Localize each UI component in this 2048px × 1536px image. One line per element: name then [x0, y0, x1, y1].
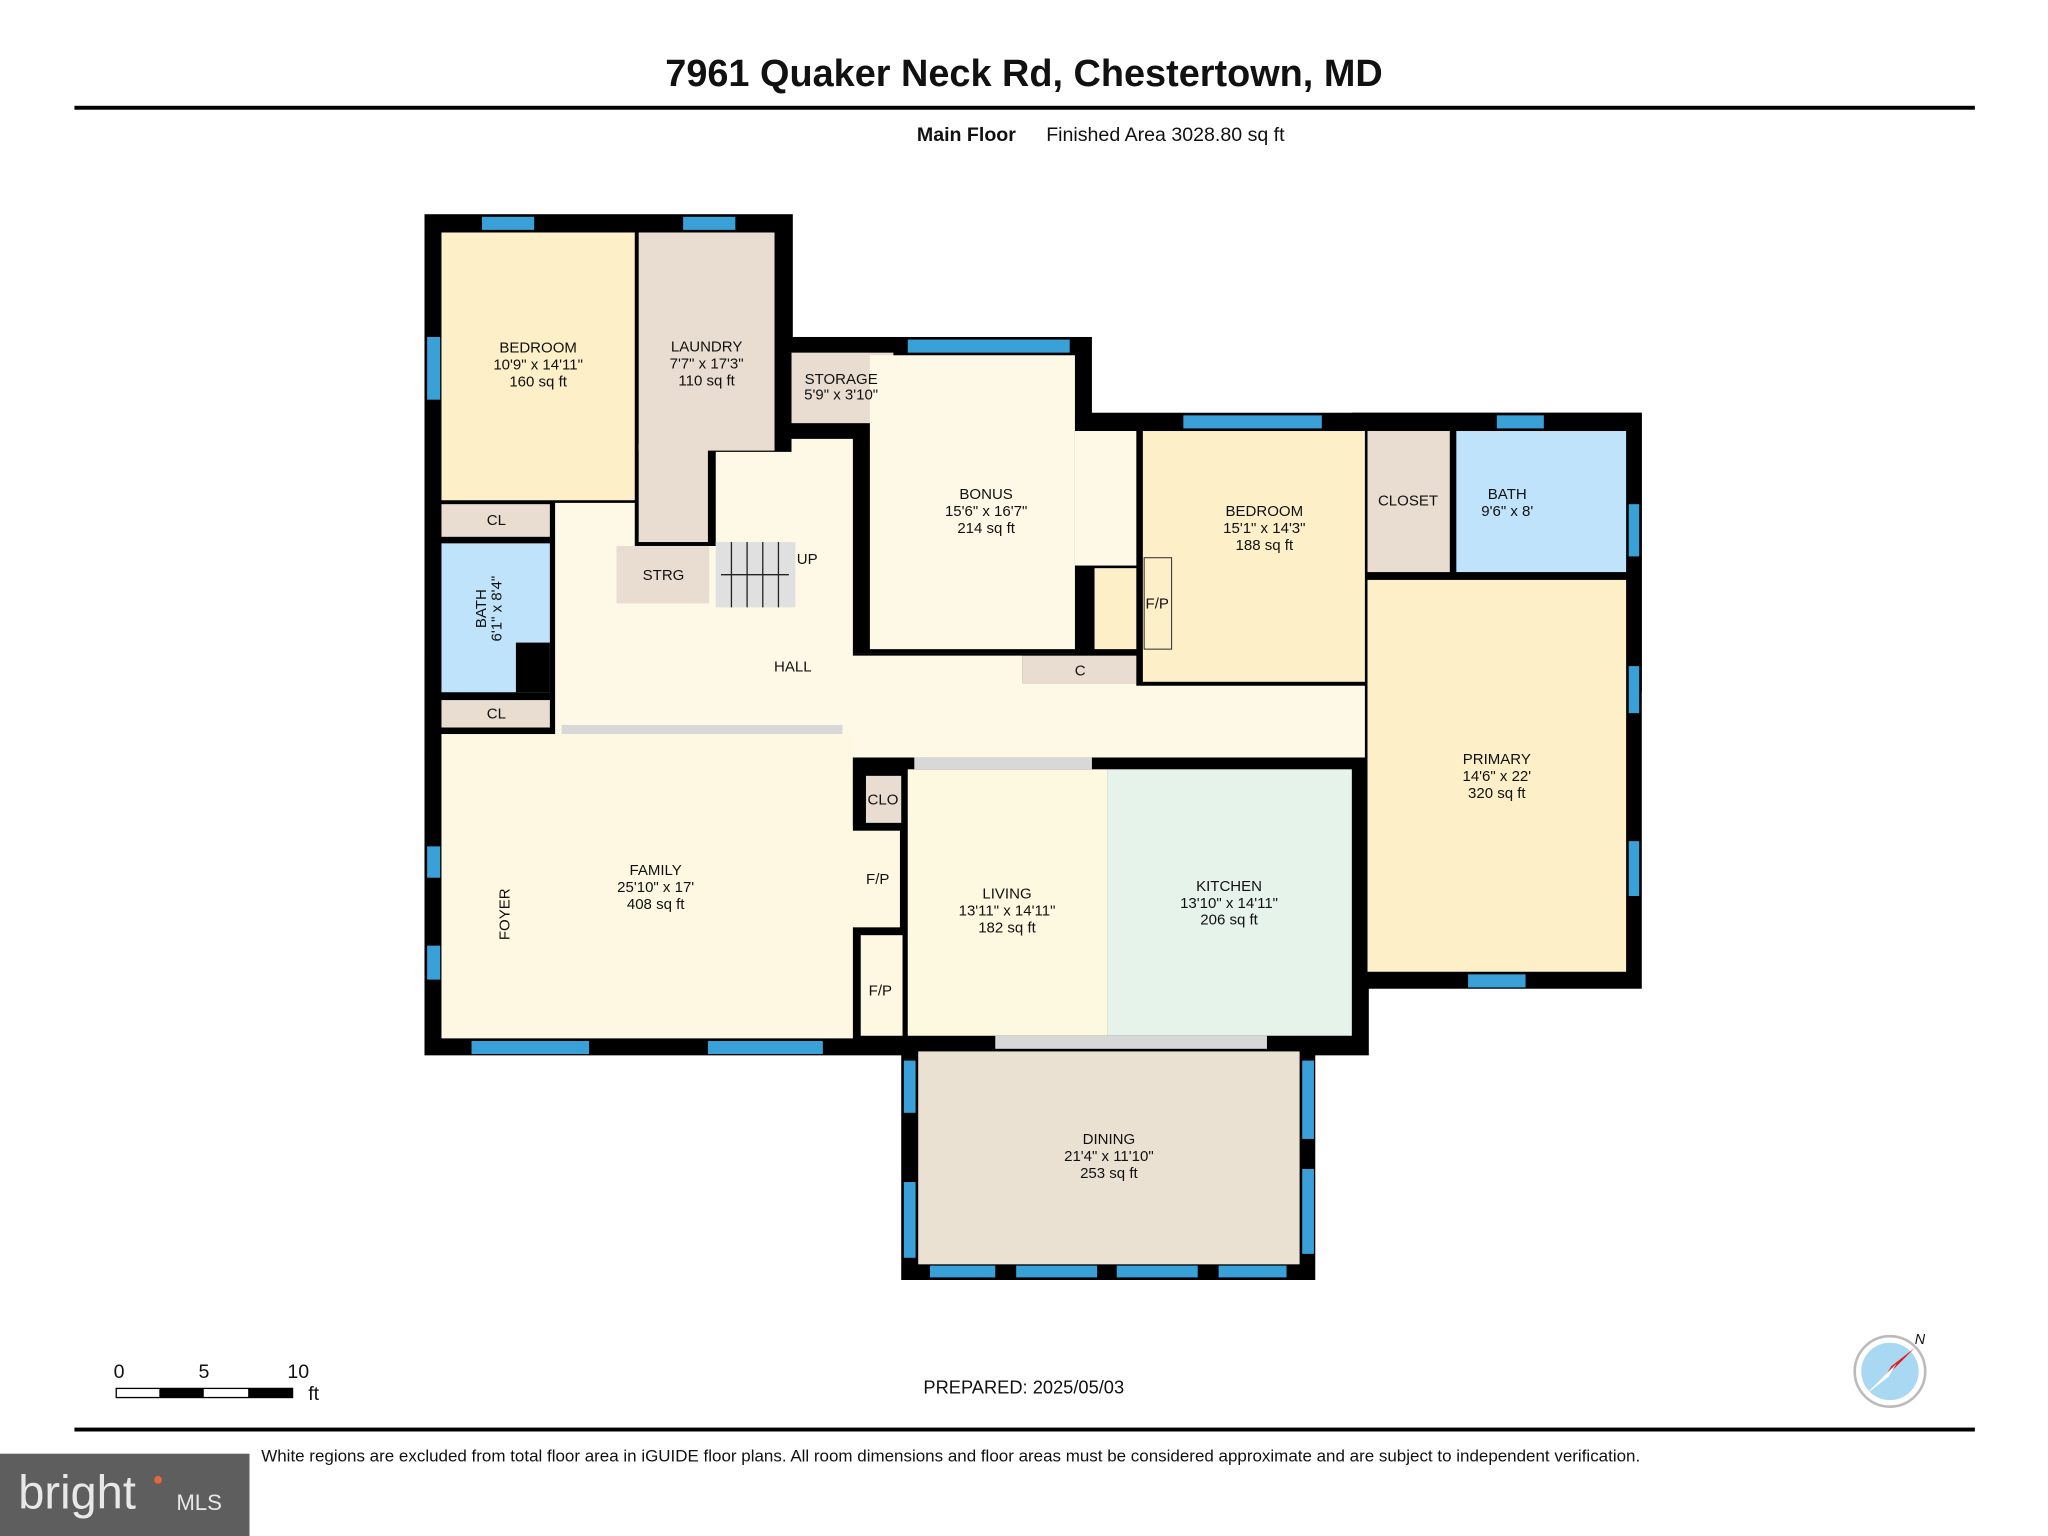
- laundry-area: [638, 232, 775, 451]
- svg-text:14'6" x 22': 14'6" x 22': [1462, 768, 1531, 785]
- svg-text:320 sq ft: 320 sq ft: [1468, 785, 1526, 802]
- svg-text:21'4" x 11'10": 21'4" x 11'10": [1064, 1148, 1154, 1165]
- svg-text:PRIMARY: PRIMARY: [1463, 751, 1531, 768]
- compass-icon: N: [1853, 1332, 1927, 1408]
- svg-text:214 sq ft: 214 sq ft: [957, 520, 1015, 537]
- svg-text:10'9" x 14'11": 10'9" x 14'11": [493, 357, 583, 374]
- family-area: [441, 734, 853, 1039]
- svg-text:110 sq ft: 110 sq ft: [678, 372, 735, 389]
- cl1-area: [441, 504, 550, 537]
- room-fills: [441, 232, 1627, 1265]
- room-fp1: F/P: [866, 871, 889, 888]
- svg-text:STORAGE: STORAGE: [805, 371, 878, 388]
- svg-text:BEDROOM: BEDROOM: [499, 340, 577, 357]
- strg-area: [616, 545, 710, 604]
- svg-text:BATH: BATH: [1488, 486, 1527, 503]
- svg-text:ft: ft: [308, 1383, 319, 1405]
- svg-text:9'6" x 8': 9'6" x 8': [1481, 503, 1533, 520]
- living-area: [907, 769, 1108, 1036]
- room-fp2: F/P: [869, 982, 892, 999]
- svg-text:6'1" x 8'4": 6'1" x 8'4": [489, 576, 506, 642]
- svg-text:0: 0: [114, 1361, 125, 1383]
- bath2-area: [1456, 431, 1627, 573]
- svg-text:BEDROOM: BEDROOM: [1226, 503, 1304, 520]
- svg-text:7'7" x 17'3": 7'7" x 17'3": [670, 355, 744, 372]
- scale-bar: 0 5 10 ft: [114, 1361, 320, 1405]
- svg-text:LIVING: LIVING: [982, 886, 1031, 903]
- svg-text:188 sq ft: 188 sq ft: [1236, 537, 1294, 554]
- dining-area: [918, 1051, 1300, 1265]
- svg-text:15'6" x 16'7": 15'6" x 16'7": [945, 503, 1027, 520]
- cl2-area: [441, 700, 550, 728]
- room-cl2: CL: [487, 705, 506, 722]
- clo-area: [865, 775, 902, 823]
- kitchen-area: [1107, 769, 1352, 1036]
- bonus-area: [869, 355, 1075, 650]
- floor-label: Main Floor: [917, 124, 1016, 146]
- page-title: 7961 Quaker Neck Rd, Chestertown, MD: [665, 53, 1382, 95]
- svg-text:13'10" x 14'11": 13'10" x 14'11": [1180, 895, 1278, 912]
- fp2-area: [860, 935, 903, 1036]
- svg-text:FAMILY: FAMILY: [630, 862, 682, 879]
- fp1-area: [842, 830, 900, 928]
- svg-text:5'9" x 3'10": 5'9" x 3'10": [804, 387, 878, 404]
- svg-text:182 sq ft: 182 sq ft: [978, 920, 1036, 937]
- c-closet-area: [1022, 655, 1137, 684]
- svg-text:13'11" x 14'11": 13'11" x 14'11": [959, 903, 1056, 920]
- svg-text:KITCHEN: KITCHEN: [1196, 878, 1262, 895]
- bright-mls-logo: bright MLS: [0, 1453, 250, 1536]
- svg-text:15'1" x 14'3": 15'1" x 14'3": [1223, 520, 1305, 537]
- room-strg: STRG: [643, 567, 685, 584]
- svg-text:BATH: BATH: [473, 589, 490, 628]
- footer-divider: [74, 1427, 1975, 1432]
- svg-text:N: N: [1915, 1332, 1926, 1348]
- room-hall: HALL: [774, 658, 812, 675]
- room-c: C: [1075, 662, 1086, 679]
- header-divider: [74, 105, 1975, 110]
- room-foyer: FOYER: [496, 888, 513, 940]
- bedroom2-area: [1142, 431, 1365, 682]
- svg-text:DINING: DINING: [1083, 1131, 1136, 1148]
- finished-area: Finished Area 3028.80 sq ft: [1046, 124, 1285, 146]
- hall-area: [555, 438, 1365, 758]
- bedroom1-area: [441, 232, 635, 501]
- primary-area: [1367, 579, 1627, 972]
- disclaimer: White regions are excluded from total fl…: [261, 1447, 1640, 1466]
- svg-text:LAUNDRY: LAUNDRY: [671, 338, 743, 355]
- prepared-date: PREPARED: 2025/05/03: [923, 1377, 1124, 1398]
- svg-text:10: 10: [287, 1361, 309, 1383]
- room-closet: CLOSET: [1378, 492, 1438, 509]
- svg-text:BONUS: BONUS: [959, 486, 1012, 503]
- stairs-up-label: UP: [797, 551, 818, 568]
- svg-text:160 sq ft: 160 sq ft: [509, 374, 567, 391]
- svg-text:408 sq ft: 408 sq ft: [627, 896, 685, 913]
- svg-text:25'10" x 17': 25'10" x 17': [617, 879, 694, 896]
- room-clo: CLO: [868, 792, 899, 809]
- room-fp-bedroom: F/P: [1146, 596, 1169, 613]
- room-cl1: CL: [487, 512, 506, 529]
- closet-area: [1367, 431, 1450, 573]
- svg-text:253 sq ft: 253 sq ft: [1080, 1165, 1138, 1182]
- svg-text:206 sq ft: 206 sq ft: [1200, 912, 1258, 929]
- windows: [427, 216, 1640, 1278]
- svg-text:5: 5: [199, 1361, 210, 1383]
- fp-bedroom-area: [1143, 557, 1173, 650]
- svg-text:MLS: MLS: [176, 1490, 222, 1515]
- svg-text:bright: bright: [18, 1466, 136, 1519]
